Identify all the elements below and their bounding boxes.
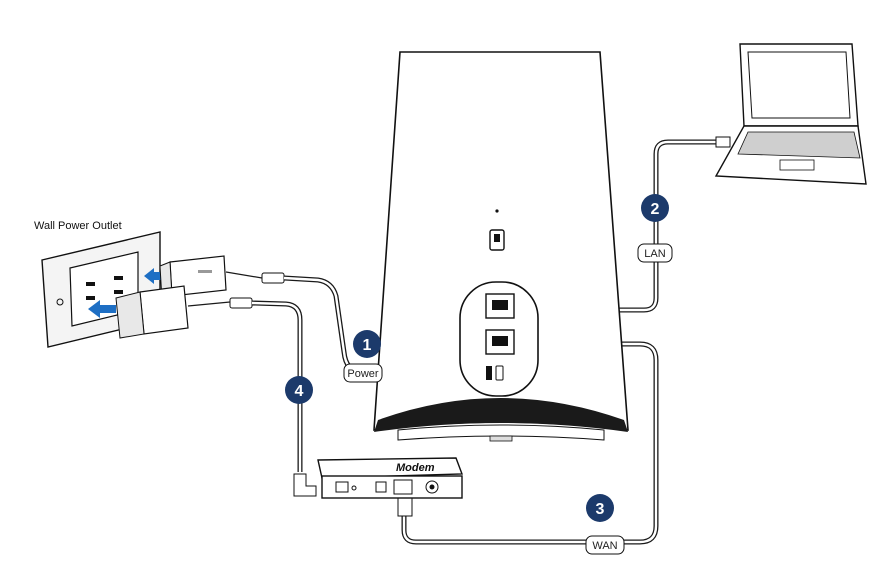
power-switch-icon [495, 365, 504, 381]
laptop [714, 43, 867, 185]
modem-power-adapter [115, 285, 231, 339]
modem-label: Modem [396, 462, 435, 474]
step-badge-3: 3 [586, 494, 614, 522]
step-tag-power: Power [343, 363, 383, 383]
step-badge-4: 4 [285, 376, 313, 404]
step-badge-1: 1 [353, 330, 381, 358]
step-number: 3 [596, 501, 605, 518]
step-number: 2 [651, 201, 660, 218]
step-tag-label: Power [347, 368, 379, 380]
power-cable-modem [229, 297, 317, 497]
step-tag-wan: WAN [585, 535, 625, 555]
step-tag-label: LAN [644, 248, 665, 260]
modem-lan-port-icon [393, 479, 413, 495]
step-number: 1 [363, 337, 372, 354]
step-tag-lan: LAN [637, 243, 673, 263]
router [373, 51, 629, 442]
modem: Modem [317, 457, 463, 499]
reset-button-icon [486, 366, 492, 380]
step-number: 4 [295, 383, 304, 400]
step-badge-2: 2 [641, 194, 669, 222]
step-tag-label: WAN [592, 540, 617, 552]
wall-outlet-label: Wall Power Outlet [34, 220, 122, 232]
